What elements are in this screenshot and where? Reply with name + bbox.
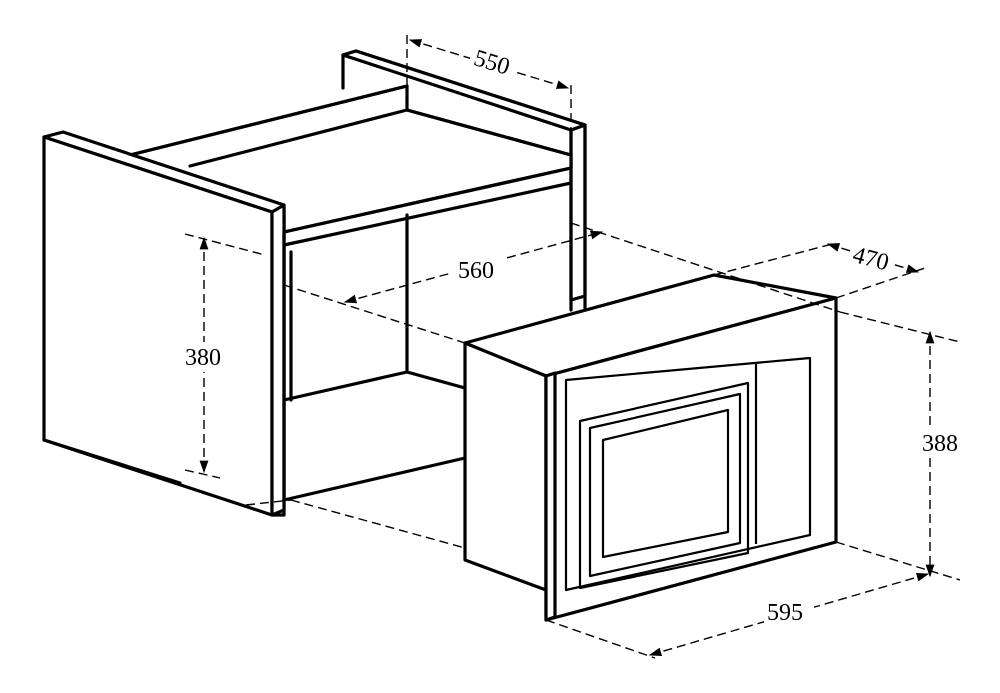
- microwave-front-frame-edge: [544, 371, 557, 622]
- cabinet-left-side-edge: [270, 203, 286, 517]
- shelf-inner-back-edge: [188, 108, 409, 168]
- dim-label-niche-height: 380: [185, 345, 221, 371]
- cabinet-left-bottom-edge: [42, 438, 182, 485]
- shelf-right-edge: [405, 108, 573, 157]
- bottom-shelf-back-edge: [282, 370, 409, 402]
- shelf-back-edge: [128, 84, 409, 157]
- dim-label-niche-width: 560: [458, 258, 494, 284]
- microwave: [463, 273, 838, 622]
- cabinet: [42, 49, 587, 517]
- shelf-front-edge: [282, 166, 573, 234]
- bottom-shelf-front-edge: [282, 456, 467, 502]
- dim-label-oven-width: 595: [767, 600, 803, 626]
- shelf-front-lower-edge: [282, 181, 573, 247]
- microwave-front-panel: [564, 356, 812, 592]
- microwave-door-window: [601, 408, 730, 559]
- microwave-door-middle: [588, 392, 742, 578]
- dim-label-oven-height: 388: [922, 431, 958, 457]
- label-backgrounds: [182, 50, 974, 626]
- microwave-door-outer: [578, 381, 750, 590]
- projection-lines: [184, 35, 961, 659]
- dimension-labels: 550 560 380 470 388 595: [185, 45, 958, 626]
- microwave-side-face: [463, 341, 548, 592]
- bottom-shelf-right-edge: [405, 370, 467, 390]
